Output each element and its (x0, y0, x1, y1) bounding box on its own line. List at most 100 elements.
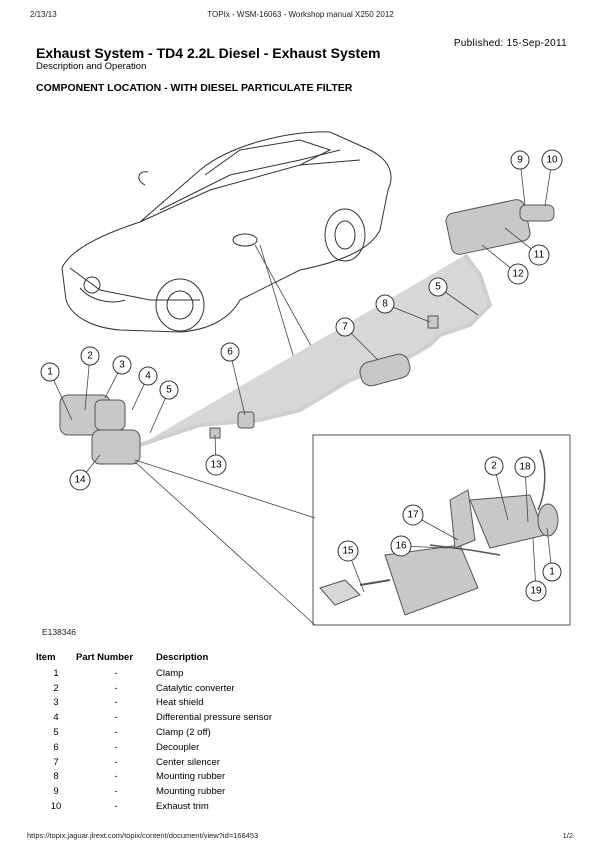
callout-1-detail: 1 (542, 562, 562, 582)
item-cell: 1 (53, 667, 59, 679)
description-cell: Heat shield (156, 697, 204, 709)
parts-table: Item Part Number Description 1 - Clamp 2 - C… (36, 651, 272, 814)
svg-text:8: 8 (382, 299, 388, 310)
callout-5-rear: 5 (428, 277, 448, 297)
table-row: 6-Decoupler (36, 740, 272, 755)
part-number-cell: - (114, 727, 118, 739)
callout-1: 1 (40, 362, 60, 382)
part-number-cell: - (114, 697, 118, 709)
callout-11: 11 (528, 244, 550, 266)
callout-13: 13 (205, 454, 227, 476)
table-row: 4 - Differential pressure sensor (36, 710, 272, 725)
svg-text:18: 18 (519, 462, 531, 473)
svg-text:17: 17 (407, 510, 419, 521)
vehicle-outline (61, 131, 392, 333)
svg-text:11: 11 (534, 250, 545, 261)
print-document-title: TOPIx - WSM-16063 - Workshop manual X250… (207, 10, 394, 19)
column-header-part-number: Part Number (76, 652, 134, 663)
item-cell: 10 (50, 801, 62, 813)
exhaust-component-diagram: 1 2 3 4 5 6 7 8 5 9 10 11 12 13 14 2 18 … (40, 131, 571, 626)
part-number-cell: - (114, 667, 118, 679)
svg-text:10: 10 (546, 155, 558, 166)
part-number-cell: - (114, 771, 118, 783)
description-cell: Mounting rubber (156, 771, 226, 783)
svg-text:4: 4 (145, 371, 151, 382)
part-number-cell: - (114, 682, 118, 694)
page-title: Exhaust System - TD4 2.2L Diesel - Exhau… (36, 45, 381, 61)
callout-10: 10 (541, 149, 563, 171)
exhaust-assembly (59, 199, 555, 465)
table-row: 9 - Mounting rubber (36, 784, 272, 799)
table-row: 2 - Catalytic converter (36, 681, 272, 696)
svg-text:1: 1 (549, 567, 555, 578)
section-heading: COMPONENT LOCATION - WITH DIESEL PARTICU… (36, 82, 353, 94)
description-cell: Differential pressure sensor (156, 712, 272, 724)
description-cell: Catalytic converter (156, 682, 235, 694)
description-cell: Center silencer (156, 756, 220, 768)
svg-text:2: 2 (491, 461, 497, 472)
item-cell: 2 (53, 682, 59, 694)
table-row: 3 - Heat shield (36, 696, 272, 711)
table-row: 8 - Mounting rubber (36, 770, 272, 785)
svg-text:2: 2 (87, 351, 93, 362)
svg-text:3: 3 (119, 360, 125, 371)
callout-14: 14 (69, 469, 91, 491)
item-cell: 8 (53, 771, 59, 783)
item-cell: 6 (53, 741, 59, 753)
svg-text:5: 5 (435, 282, 441, 293)
description-cell: Mounting rubber (156, 786, 226, 798)
table-row: 7 - Center silencer (36, 755, 272, 770)
callout-9: 9 (510, 150, 530, 170)
published-date: Published: 15-Sep-2011 (453, 38, 567, 49)
callout-2: 2 (80, 346, 100, 366)
svg-text:13: 13 (210, 460, 222, 471)
part-number-cell: - (114, 801, 118, 813)
svg-text:6: 6 (227, 347, 233, 358)
detail-dpf-assembly (319, 449, 559, 616)
table-row: 1 - Clamp (36, 666, 272, 681)
callout-12: 12 (507, 263, 529, 285)
svg-text:12: 12 (512, 269, 524, 280)
print-date: 2/13/13 (30, 10, 57, 19)
callout-18: 18 (514, 456, 536, 478)
table-header-row: Item Part Number Description (36, 651, 272, 666)
callout-15: 15 (337, 540, 359, 562)
item-cell: 5 (53, 727, 59, 739)
column-header-item: Item (36, 652, 56, 663)
svg-text:19: 19 (530, 586, 542, 597)
part-number-cell: - (114, 756, 118, 768)
svg-text:9: 9 (517, 155, 523, 166)
callout-8: 8 (375, 294, 395, 314)
table-row: 10 - Exhaust trim (36, 799, 272, 814)
table-row: 5 - Clamp (2 off) (36, 725, 272, 740)
description-cell: Clamp (156, 667, 184, 679)
part-number-cell: - (114, 741, 118, 753)
column-header-description: Description (156, 652, 209, 663)
part-number-cell: - (114, 712, 118, 724)
callout-5-front: 5 (159, 380, 179, 400)
callout-3: 3 (112, 355, 132, 375)
callout-17: 17 (402, 504, 424, 526)
part-number-cell: - (114, 786, 118, 798)
callout-16: 16 (390, 535, 412, 557)
callout-6: 6 (220, 342, 240, 362)
item-cell: 9 (53, 786, 59, 798)
footer-url: https://topix.jaguar.jlrext.com/topix/co… (27, 831, 259, 840)
figure-code: E138346 (42, 627, 77, 637)
callout-2-detail: 2 (484, 456, 504, 476)
item-cell: 3 (53, 697, 59, 709)
page-subtitle: Description and Operation (36, 61, 147, 72)
callout-4: 4 (138, 366, 158, 386)
description-cell: Clamp (2 off) (156, 727, 211, 739)
callout-19: 19 (525, 580, 547, 602)
svg-text:15: 15 (342, 546, 354, 557)
item-cell: 7 (53, 756, 59, 768)
svg-text:1: 1 (47, 367, 53, 378)
svg-text:16: 16 (395, 541, 407, 552)
item-cell: 4 (53, 712, 59, 724)
svg-text:14: 14 (74, 475, 86, 486)
svg-text:7: 7 (342, 322, 348, 333)
callout-7: 7 (335, 317, 355, 337)
svg-text:5: 5 (166, 385, 172, 396)
description-cell: Exhaust trim (156, 801, 209, 813)
